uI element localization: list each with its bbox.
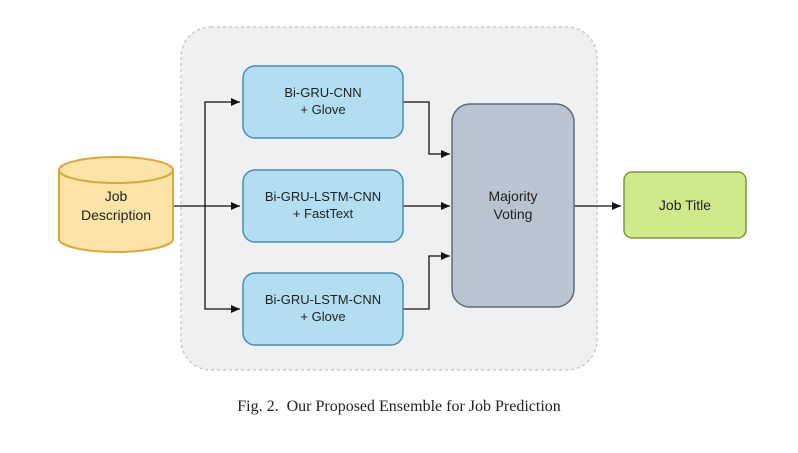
input-label-line2: Description (81, 207, 151, 223)
connectors (174, 98, 621, 313)
figure-caption: Fig. 2. Our Proposed Ensemble for Job Pr… (237, 398, 561, 415)
model-box-1: Bi-GRU-CNN + Glove (242, 65, 404, 139)
job-description-database: Job Description (58, 156, 174, 253)
database-top (58, 156, 174, 184)
voting-label-line1: Majority (488, 188, 537, 204)
model-3-embedding: + Glove (300, 309, 345, 324)
model-1-name: Bi-GRU-CNN (284, 85, 361, 100)
database-icon (58, 170, 174, 253)
model-box-3: Bi-GRU-LSTM-CNN + Glove (242, 272, 404, 346)
arrow-input-to-model-1 (204, 98, 240, 206)
arrow-model-1-to-voting (403, 101, 450, 158)
input-label-line1: Job (105, 188, 128, 204)
model-3-name: Bi-GRU-LSTM-CNN (265, 292, 381, 307)
model-box-2: Bi-GRU-LSTM-CNN + FastText (242, 169, 404, 243)
model-2-embedding: + FastText (293, 206, 354, 221)
arrow-model-3-to-voting (403, 252, 450, 310)
output-label: Job Title (659, 197, 711, 213)
model-1-embedding: + Glove (300, 102, 345, 117)
voting-label-line2: Voting (494, 206, 533, 222)
job-title-box: Job Title (623, 171, 747, 239)
majority-voting-box: Majority Voting (451, 103, 575, 308)
arrow-input-to-model-3 (204, 206, 240, 313)
model-2-name: Bi-GRU-LSTM-CNN (265, 189, 381, 204)
